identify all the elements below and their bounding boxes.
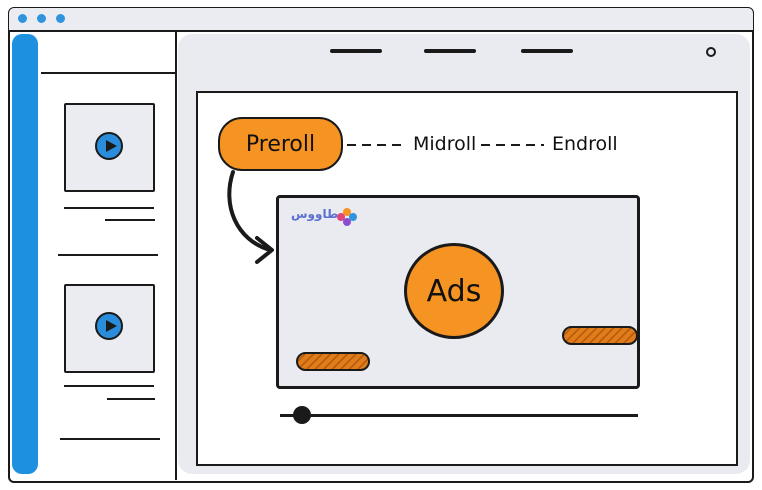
flower-logo-icon xyxy=(337,208,357,226)
play-icon[interactable] xyxy=(95,312,123,340)
nav-item-3[interactable] xyxy=(521,49,573,53)
arrowhead-icon xyxy=(255,236,274,264)
midroll-label: Midroll xyxy=(413,133,477,155)
window-dot-minimize[interactable] xyxy=(37,14,46,23)
video-title-line xyxy=(60,438,160,440)
settings-icon[interactable] xyxy=(706,47,716,57)
progress-knob[interactable] xyxy=(293,406,311,424)
ad-banner-right[interactable] xyxy=(562,326,638,345)
preroll-pill[interactable]: Preroll xyxy=(218,117,343,171)
sidebar-separator xyxy=(58,254,158,256)
arrow-icon xyxy=(227,170,272,252)
window-dot-close[interactable] xyxy=(18,14,27,23)
video-title-line xyxy=(64,207,154,209)
ads-badge[interactable]: Ads xyxy=(404,243,504,339)
endroll-label: Endroll xyxy=(552,133,618,155)
window-dot-maximize[interactable] xyxy=(56,14,65,23)
video-title-line xyxy=(64,385,154,387)
sidebar-separator xyxy=(41,72,175,74)
video-meta-line xyxy=(105,219,155,221)
title-bar xyxy=(9,8,753,32)
nav-item-1[interactable] xyxy=(330,49,382,53)
ads-label: Ads xyxy=(426,273,482,309)
left-rail xyxy=(12,34,38,474)
play-icon[interactable] xyxy=(95,132,123,160)
sidebar-divider xyxy=(175,32,177,480)
progress-track[interactable] xyxy=(280,414,638,417)
nav-item-2[interactable] xyxy=(424,49,476,53)
video-meta-line xyxy=(107,398,155,400)
brand-logo: طاووس xyxy=(291,207,339,221)
preroll-label: Preroll xyxy=(245,131,316,157)
ad-banner-left[interactable] xyxy=(296,352,370,371)
